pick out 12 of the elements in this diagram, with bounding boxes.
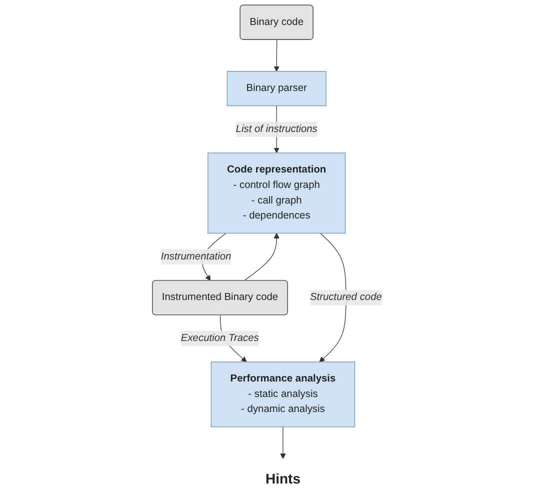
edge-label: Instrumentation — [161, 251, 232, 262]
node-box: Code representation - control flow graph - call graph - dependences — [208, 152, 346, 234]
node-box: Binary parser — [227, 71, 327, 106]
node-text: Hints — [266, 470, 301, 487]
edge-label: List of instructions — [236, 124, 318, 134]
node-box: Performance analysis - static analysis - dynamic analysis — [211, 362, 356, 428]
arrow — [274, 40, 280, 72]
edge-label: Execution Traces — [181, 332, 260, 344]
arrow — [280, 426, 286, 460]
arrow — [320, 232, 347, 362]
arrow — [244, 232, 280, 281]
edge-label: Structured code — [310, 292, 382, 303]
